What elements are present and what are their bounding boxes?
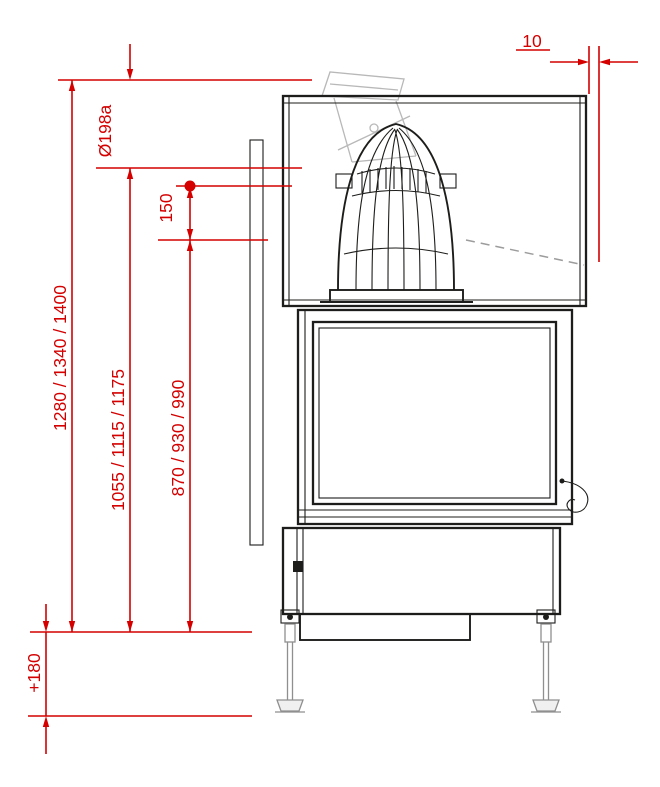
dim-height-upper-label: 1055 / 1115 / 1175 <box>108 369 128 511</box>
dim-height-axis-label: 870 / 930 / 990 <box>168 379 188 496</box>
hidden-edge-dashline <box>465 239 585 266</box>
fireplace-drawing <box>249 94 589 713</box>
extension-lines <box>28 79 312 717</box>
upper-casing <box>281 94 588 308</box>
adjustable-foot-right <box>531 609 561 713</box>
dim-height-upper: Ø198a 1055 / 1115 / 1175 <box>95 44 134 632</box>
dim-flue-offset: 150 870 / 930 / 990 <box>156 186 194 632</box>
adjustable-foot-left <box>275 609 305 713</box>
heat-dome <box>320 123 473 303</box>
dim-top-gap: 10 <box>516 31 638 262</box>
glass-window <box>311 320 558 506</box>
dim-top-gap-label: 10 <box>522 31 542 51</box>
dim-plinth-height: +180 <box>24 604 50 754</box>
dim-flue-offset-label: 150 <box>156 193 176 222</box>
firebox-door <box>296 308 574 526</box>
door-handle <box>559 478 589 513</box>
dim-plinth-label: +180 <box>24 653 44 693</box>
back-panel <box>249 139 264 546</box>
dim-flue-diameter-label: Ø198a <box>95 104 115 157</box>
dimension-lines: 1280 / 1340 / 1400 Ø198a 1055 / 1115 / 1… <box>24 31 638 754</box>
dim-height-total-label: 1280 / 1340 / 1400 <box>50 285 70 431</box>
plinth <box>281 526 562 641</box>
dim-height-total: 1280 / 1340 / 1400 <box>50 80 76 632</box>
flue-damper-ghost <box>321 71 417 163</box>
